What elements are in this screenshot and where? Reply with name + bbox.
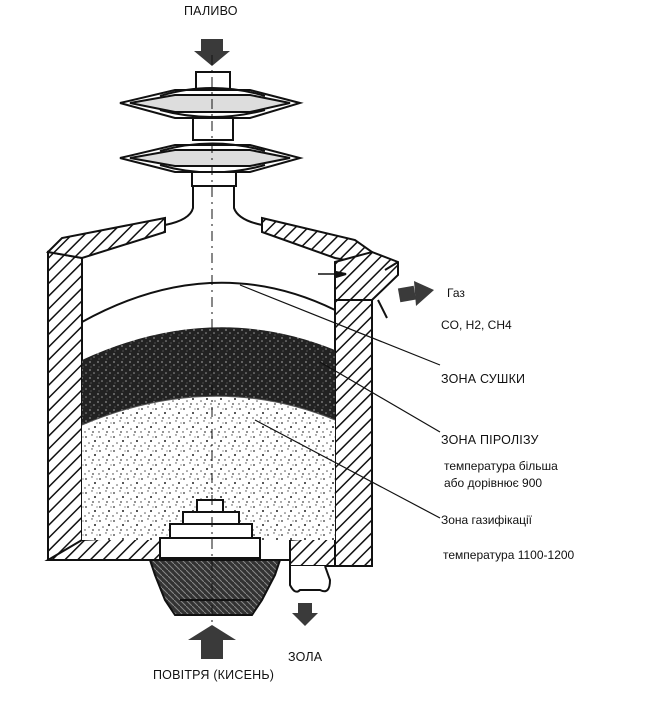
- feed-neck: [164, 186, 263, 231]
- leader-lines: [239, 284, 441, 519]
- gasification-zone-label: Зона газифікації: [441, 513, 533, 527]
- air-inlet-pipe: [148, 559, 282, 616]
- pyrolysis-temp-line2: або дорівнює 900: [444, 476, 543, 490]
- air-distributor: [159, 499, 291, 561]
- gas-arrow: [397, 281, 434, 306]
- pyrolysis-temp-line1: температура більша: [444, 459, 558, 473]
- reactor-bed: [81, 281, 336, 540]
- ash-outlet: [289, 565, 332, 593]
- air-label: ПОВІТРЯ (КИСЕНЬ): [153, 668, 275, 682]
- air-arrow: [188, 625, 236, 659]
- ash-arrow: [292, 603, 318, 626]
- gas-label: Газ: [447, 286, 465, 300]
- gasification-temp-label: температура 1100-1200: [443, 548, 575, 562]
- gas-outlet: [318, 250, 399, 319]
- drying-zone-label: ЗОНА СУШКИ: [441, 372, 526, 386]
- pyrolysis-zone-label: ЗОНА ПІРОЛІЗУ: [441, 433, 539, 447]
- feed-lock-valves: [119, 71, 304, 187]
- ash-label: ЗОЛА: [288, 650, 323, 664]
- vessel-walls: [44, 216, 374, 567]
- fuel-label: ПАЛИВО: [184, 4, 238, 18]
- gas-composition-label: CO, H2, CH4: [441, 318, 512, 332]
